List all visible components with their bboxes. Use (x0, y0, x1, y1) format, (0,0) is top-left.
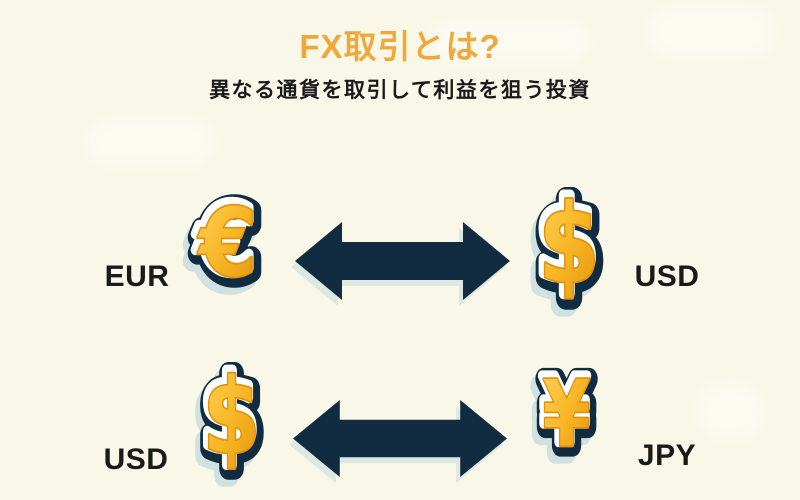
svg-text:¥: ¥ (541, 358, 588, 463)
svg-text:€: € (197, 188, 256, 297)
svg-text:€: € (197, 188, 256, 297)
background-highlight (85, 118, 215, 166)
background-highlight (645, 6, 775, 58)
page-title: FX取引とは? (299, 28, 501, 65)
page-subtitle: 異なる通貨を取引して利益を狙う投資 (209, 79, 591, 102)
svg-text:€: € (195, 184, 254, 293)
double-headed-arrow-icon (293, 400, 507, 477)
dollar-icon: $ $ $ (528, 171, 611, 319)
svg-text:$: $ (536, 178, 597, 304)
svg-text:$: $ (538, 182, 599, 308)
double-headed-arrow-icon (295, 222, 510, 300)
yen-icon: ¥ ¥ ¥ (533, 352, 600, 477)
svg-text:¥: ¥ (543, 362, 590, 467)
dollar-icon: $ $ $ (193, 346, 271, 489)
svg-text:$: $ (201, 353, 258, 475)
svg-text:¥: ¥ (543, 362, 590, 467)
euro-icon: € € € (187, 177, 268, 307)
svg-text:$: $ (538, 182, 599, 308)
background-highlight (695, 382, 765, 440)
background-highlight (430, 20, 590, 62)
currency-label-eur: EUR (104, 260, 170, 293)
svg-text:$: $ (203, 356, 260, 478)
currency-label-usd: USD (634, 260, 700, 293)
svg-text:$: $ (203, 356, 260, 478)
currency-label-jpy: JPY (637, 439, 697, 472)
currency-label-usd: USD (103, 443, 169, 476)
